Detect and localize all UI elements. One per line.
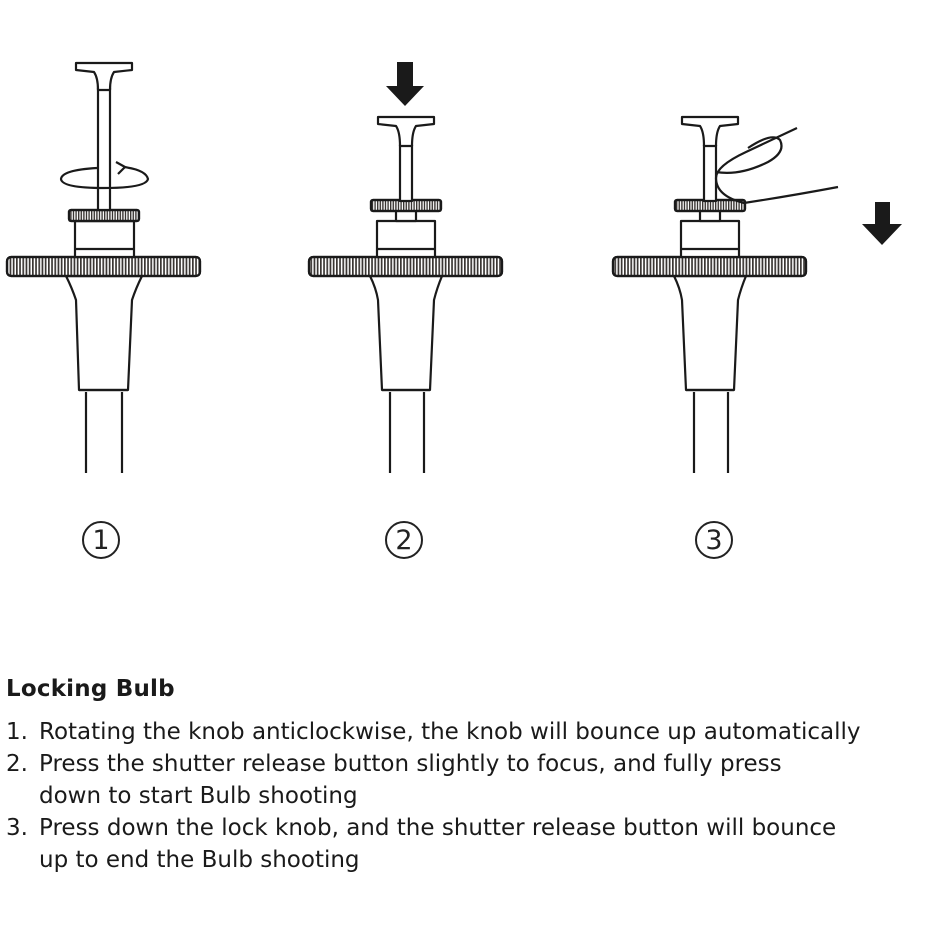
step-index: 1.	[6, 719, 28, 745]
step-number-3: 3	[695, 521, 733, 559]
instructions-title: Locking Bulb	[6, 676, 175, 702]
diagram-figure: 1 2 3	[5, 61, 902, 559]
arrow-down-icon	[386, 62, 424, 106]
release-unit-1	[5, 61, 202, 473]
finger-press-icon	[714, 127, 839, 205]
instruction-step: 1. Rotating the knob anticlockwise, the …	[6, 716, 936, 748]
release-unit-3	[611, 115, 902, 473]
instruction-step: 2. Press the shutter release button slig…	[6, 748, 936, 812]
rotate-anticlockwise-icon	[59, 161, 150, 190]
step-text: Press down the lock knob, and the shutte…	[39, 815, 837, 873]
step-text: Rotating the knob anticlockwise, the kno…	[39, 719, 861, 745]
step-number-1: 1	[82, 521, 120, 559]
instruction-step: 3. Press down the lock knob, and the shu…	[6, 812, 936, 876]
step-number-2: 2	[385, 521, 423, 559]
shutter-release-diagram	[5, 61, 902, 473]
step-index: 3.	[6, 815, 28, 841]
release-unit-2	[307, 62, 504, 473]
step-text: Press the shutter release button slightl…	[39, 751, 782, 809]
instructions-panel: Locking Bulb 1. Rotating the knob anticl…	[6, 676, 936, 876]
step-index: 2.	[6, 751, 28, 777]
arrow-down-icon	[862, 202, 902, 245]
